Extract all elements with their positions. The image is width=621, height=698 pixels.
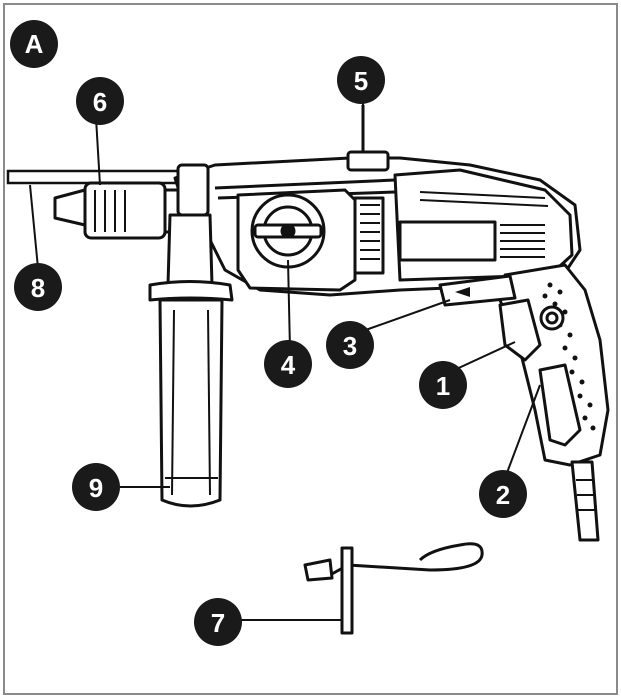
callout-7: 7 <box>194 598 242 646</box>
callout-6-label: 6 <box>93 87 107 117</box>
callout-6: 6 <box>76 77 124 125</box>
callout-1-label: 1 <box>436 371 450 401</box>
leader-lines <box>29 100 541 621</box>
callout-9-label: 9 <box>89 473 103 503</box>
callout-5: 5 <box>337 56 385 104</box>
callout-5-label: 5 <box>354 66 368 96</box>
callout-1: 1 <box>419 361 467 409</box>
direction-switch <box>438 274 517 307</box>
callout-3: 3 <box>326 321 374 369</box>
lock-button <box>539 305 565 331</box>
auxiliary-handle <box>148 213 234 508</box>
mode-selector-knob <box>250 193 326 269</box>
callout-4-label: 4 <box>281 350 296 380</box>
callout-8-label: 8 <box>31 273 45 303</box>
depth-stop-rod <box>6 169 182 185</box>
callout-4: 4 <box>264 340 312 388</box>
panel-label: A <box>25 29 44 59</box>
callout-2: 2 <box>479 470 527 518</box>
callout-7-label: 7 <box>211 608 225 638</box>
callout-9: 9 <box>72 463 120 511</box>
chuck-key <box>303 542 484 635</box>
panel-label-badge: A <box>10 20 58 68</box>
callout-2-label: 2 <box>496 480 510 510</box>
side-handle-collar <box>176 163 210 217</box>
callout-3-label: 3 <box>343 331 357 361</box>
callout-8: 8 <box>14 263 62 311</box>
